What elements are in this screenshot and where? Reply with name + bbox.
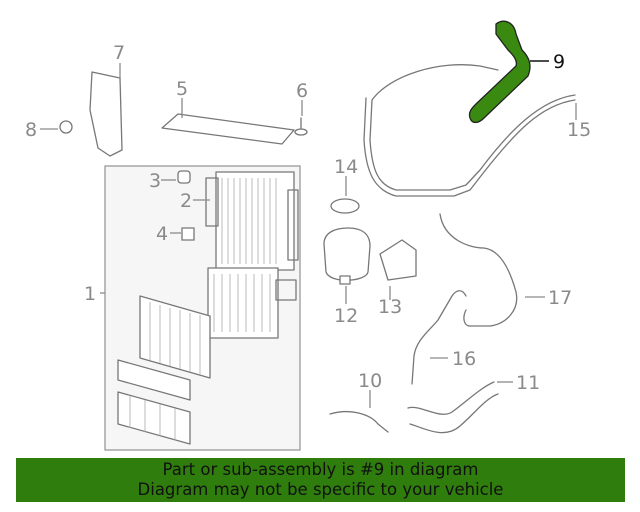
part-14-cap[interactable] [330, 198, 360, 214]
part-4-bracket[interactable] [181, 227, 195, 241]
part-5-seal[interactable] [161, 113, 295, 145]
banner-line-2: Diagram may not be specific to your vehi… [137, 480, 504, 499]
notice-banner: Part or sub-assembly is #9 in diagram Di… [16, 458, 625, 502]
callout-13[interactable]: 13 [378, 296, 402, 318]
callout-3[interactable]: 3 [149, 170, 161, 192]
callout-11[interactable]: 11 [516, 372, 540, 394]
callout-8[interactable]: 8 [25, 119, 37, 141]
callout-labels: 1 2 3 4 5 6 7 8 9 10 11 12 13 14 15 16 1… [25, 42, 591, 394]
callout-10[interactable]: 10 [358, 370, 382, 392]
part-6-clip[interactable] [294, 117, 308, 136]
part-3-bushing[interactable] [177, 170, 191, 184]
intercooler-part[interactable] [117, 359, 191, 445]
part-16-hose[interactable] [411, 290, 467, 385]
leader-lines [40, 60, 577, 408]
part-8-push-pin[interactable] [59, 120, 73, 134]
part-11-hose[interactable] [407, 381, 495, 415]
part-9-coolant-hose[interactable] [468, 20, 531, 124]
callout-9[interactable]: 9 [553, 51, 565, 73]
callout-16[interactable]: 16 [452, 348, 476, 370]
part-12-reservoir[interactable] [323, 227, 371, 285]
part-13-bracket[interactable] [379, 239, 417, 281]
part-10-hose[interactable] [329, 410, 389, 433]
fan-shroud-part[interactable] [207, 267, 297, 339]
callout-14[interactable]: 14 [334, 156, 358, 178]
callout-7[interactable]: 7 [113, 42, 125, 64]
callout-12[interactable]: 12 [334, 305, 358, 327]
banner-line-1: Part or sub-assembly is #9 in diagram [162, 460, 479, 479]
callout-15[interactable]: 15 [567, 119, 591, 141]
callout-17[interactable]: 17 [548, 287, 572, 309]
part-7-air-duct[interactable] [89, 71, 123, 157]
radiator-part[interactable] [205, 171, 299, 271]
part-15-hose[interactable] [369, 64, 576, 191]
callout-5[interactable]: 5 [176, 78, 188, 100]
part-17-hose[interactable] [439, 213, 518, 327]
callout-4[interactable]: 4 [156, 223, 168, 245]
callout-6[interactable]: 6 [296, 80, 308, 102]
condenser-part[interactable] [139, 295, 211, 379]
callout-1[interactable]: 1 [84, 283, 96, 305]
callout-2[interactable]: 2 [180, 190, 192, 212]
